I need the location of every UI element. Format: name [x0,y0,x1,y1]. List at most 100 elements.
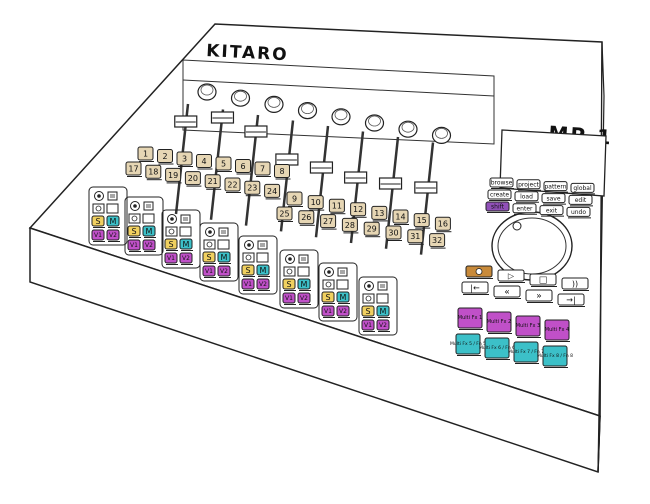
strip-select-button[interactable] [142,213,155,224]
pad-12[interactable]: 12 [350,202,367,218]
pad-10[interactable]: 10 [307,195,325,211]
pad-7[interactable]: 7 [254,161,271,177]
pad-9[interactable]: 9 [286,191,303,207]
strip-select-button[interactable] [376,293,389,304]
mute-button-4[interactable]: M [217,251,231,264]
menu-button-save[interactable]: save [541,193,566,205]
mute-button-8[interactable]: M [376,305,390,318]
v1-button-4[interactable]: V1 [202,265,216,278]
knob-2[interactable] [230,89,251,107]
v2-button-4[interactable]: V2 [217,265,231,278]
pad-1[interactable]: 1 [137,146,154,162]
strip-monitor-button[interactable] [244,240,254,250]
stop-button[interactable]: □ [529,273,557,287]
solo-button-1[interactable]: S [91,215,105,228]
fx-pad-6[interactable]: Multi Fx 6 / Fn 6 [479,337,515,360]
v2-button-2[interactable]: V2 [142,239,156,252]
fader-5[interactable] [309,161,334,174]
solo-button-8[interactable]: S [361,305,375,318]
strip-list-button[interactable] [337,267,348,277]
pad-11[interactable]: 11 [328,198,346,215]
strip-record-button[interactable] [128,213,141,224]
pad-2[interactable]: 2 [157,149,174,165]
v1-button-1[interactable]: V1 [91,229,105,242]
menu-button-project[interactable]: project [516,179,541,191]
strip-list-button[interactable] [377,281,388,291]
knob-1[interactable] [197,83,217,101]
v2-button-7[interactable]: V2 [336,305,350,318]
fader-6[interactable] [344,171,368,184]
pad-19[interactable]: 19 [165,167,182,184]
menu-button-edit[interactable]: edit [568,194,593,207]
strip-select-button[interactable] [336,279,349,290]
pad-6[interactable]: 6 [235,159,252,175]
v1-button-2[interactable]: V1 [127,239,141,252]
pad-8[interactable]: 8 [274,164,291,180]
strip-monitor-button[interactable] [167,214,177,224]
solo-button-3[interactable]: S [164,238,178,251]
pad-23[interactable]: 23 [244,180,261,197]
knob-7[interactable] [398,120,418,138]
menu-button-shift[interactable]: shift [485,201,510,213]
menu-button-browse[interactable]: browse [489,177,514,189]
pad-30[interactable]: 30 [385,225,402,241]
pad-3[interactable]: 3 [176,151,193,167]
menu-button-create[interactable]: create [487,189,512,201]
strip-record-button[interactable] [322,279,335,290]
strip-record-button[interactable] [283,266,296,277]
mute-button-7[interactable]: M [336,291,350,304]
loop-button[interactable]: )) [561,277,589,291]
solo-button-4[interactable]: S [202,251,216,264]
v2-button-8[interactable]: V2 [376,319,390,332]
mute-button-5[interactable]: M [256,264,270,277]
strip-select-button[interactable] [106,203,119,214]
pad-14[interactable]: 14 [392,209,409,225]
knob-5[interactable] [331,108,351,126]
pad-32[interactable]: 32 [429,233,446,249]
menu-button-load[interactable]: load [514,191,539,203]
pad-20[interactable]: 20 [184,171,202,187]
pad-5[interactable]: 5 [215,156,232,172]
strip-monitor-button[interactable] [324,267,334,277]
strip-list-button[interactable] [298,254,309,264]
strip-list-button[interactable] [218,227,229,237]
solo-button-6[interactable]: S [282,278,296,291]
menu-button-exit[interactable]: exit [539,205,564,217]
strip-record-button[interactable] [92,203,105,214]
menu-button-pattern[interactable]: pattern [543,181,568,193]
v1-button-5[interactable]: V1 [241,278,255,291]
mute-button-6[interactable]: M [297,278,311,291]
pad-16[interactable]: 16 [434,216,452,233]
strip-monitor-button[interactable] [130,201,140,211]
solo-button-7[interactable]: S [321,291,335,304]
fx-pad-1[interactable]: Multi Fx 1 [457,307,483,330]
strip-monitor-button[interactable] [94,191,104,201]
strip-select-button[interactable] [179,226,192,237]
strip-list-button[interactable] [143,201,154,211]
fader-8[interactable] [414,181,438,194]
v2-button-1[interactable]: V2 [106,229,120,242]
pad-28[interactable]: 28 [341,217,359,234]
fx-pad-2[interactable]: Multi Fx 2 [486,311,512,334]
forward-button[interactable]: » [525,289,553,303]
v1-button-3[interactable]: V1 [164,252,178,265]
fx-pad-8[interactable]: Multi Fx 8 / Fn 8 [537,345,573,368]
menu-button-global[interactable]: global [570,182,595,195]
strip-list-button[interactable] [107,191,118,201]
pad-4[interactable]: 4 [196,154,213,170]
solo-button-2[interactable]: S [127,225,141,238]
menu-button-enter[interactable]: enter [512,203,537,215]
mute-button-1[interactable]: M [106,215,120,228]
pad-22[interactable]: 22 [224,177,241,193]
strip-record-button[interactable] [362,293,375,304]
strip-monitor-button[interactable] [285,254,295,264]
strip-record-button[interactable] [203,239,216,250]
play-button[interactable]: ▷ [497,269,525,283]
fader-4[interactable] [275,153,299,166]
v1-button-7[interactable]: V1 [321,305,335,318]
fader-2[interactable] [210,111,235,124]
v1-button-6[interactable]: V1 [282,292,296,305]
fx-pad-5[interactable]: Multi Fx 5 / Fn 5 [450,333,486,356]
end-button[interactable]: →| [557,293,585,307]
strip-select-button[interactable] [256,252,269,263]
